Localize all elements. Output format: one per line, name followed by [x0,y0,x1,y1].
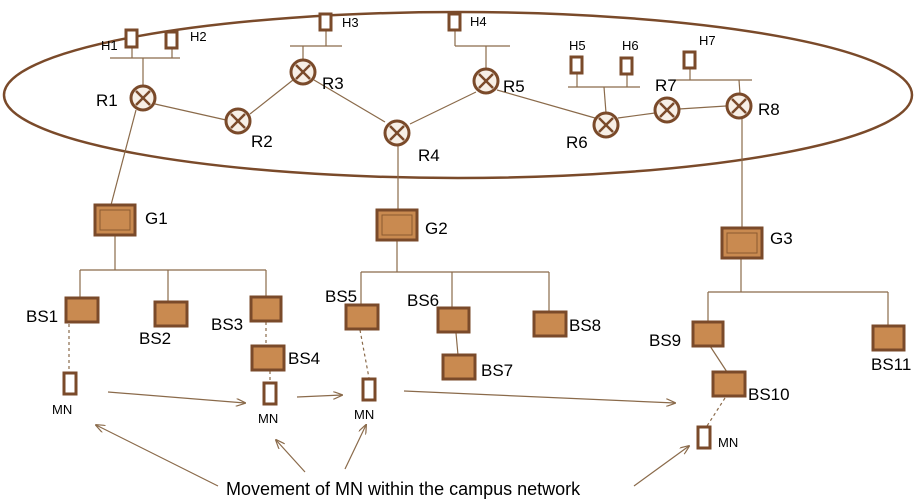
host-h7 [682,50,697,70]
host-h5 [569,55,584,75]
bs-label-bs7: BS7 [481,361,513,380]
host-label-h1: H1 [101,38,118,53]
hosts [124,12,697,76]
base-station-bs1 [64,296,100,324]
mn-label: MN [258,411,278,426]
bs-label-bs8: BS8 [569,316,601,335]
base-station-bs7 [441,353,477,381]
bs-label-bs10: BS10 [748,385,790,404]
gateway-label-g3: G3 [770,229,793,248]
base-station-bs11 [871,324,906,352]
host-h4 [447,12,462,32]
host-label-h3: H3 [342,15,359,30]
router-r7 [653,96,681,124]
campus-boundary [2,10,914,180]
router-r2 [224,107,252,135]
core-links [110,30,752,228]
labels: H1 H2 H3 H4 H5 H6 H7 R1 R2 R3 R4 R5 R6 R… [26,14,911,499]
mn-label: MN [718,435,738,450]
router-label-r2: R2 [251,132,273,151]
base-station-bs2 [153,300,189,328]
bs-label-bs4: BS4 [288,349,320,368]
router-r5 [472,67,500,95]
mobile-node [696,425,712,450]
host-h2 [164,30,179,50]
base-station-bs10 [711,370,747,398]
gateway-label-g2: G2 [425,219,448,238]
base-station-bs9 [691,320,725,348]
access-links [68,235,889,427]
routers [129,58,753,147]
host-label-h2: H2 [190,29,207,44]
router-r4 [383,119,411,147]
movement-arrows [96,390,689,487]
host-label-h5: H5 [569,38,586,53]
gateway-label-g1: G1 [145,209,168,228]
router-label-r1: R1 [96,91,118,110]
bs-label-bs6: BS6 [407,291,439,310]
caption: Movement of MN within the campus network [226,479,581,499]
router-label-r5: R5 [503,77,525,96]
base-station-bs8 [532,310,568,338]
bs-label-bs5: BS5 [325,287,357,306]
base-station-bs6 [436,306,471,334]
mobile-nodes [62,371,712,450]
mn-label: MN [52,402,72,417]
router-label-r4: R4 [418,146,440,165]
mobile-node [262,381,278,406]
base-station-bs5 [344,303,380,331]
mobile-node [361,377,377,402]
router-label-r6: R6 [566,133,588,152]
bs-label-bs9: BS9 [649,331,681,350]
router-r6 [592,111,620,139]
bs-label-bs3: BS3 [211,315,243,334]
router-label-r3: R3 [322,74,344,93]
bs-label-bs1: BS1 [26,307,58,326]
host-label-h4: H4 [470,14,487,29]
host-label-h6: H6 [622,38,639,53]
base-station-bs3 [249,295,283,323]
mobile-node [62,371,78,396]
host-h1 [124,28,139,49]
host-h3 [318,12,333,32]
router-r1 [129,84,157,112]
router-r3 [289,58,317,86]
bs-label-bs11: BS11 [871,355,911,374]
mn-label: MN [354,407,374,422]
router-label-r8: R8 [758,100,780,119]
host-label-h7: H7 [699,33,716,48]
gateways [93,203,764,260]
router-r8 [725,92,753,120]
router-label-r7: R7 [655,76,677,95]
base-stations [64,295,906,398]
bs-label-bs2: BS2 [139,329,171,348]
host-h6 [619,56,634,76]
base-station-bs4 [250,344,286,372]
